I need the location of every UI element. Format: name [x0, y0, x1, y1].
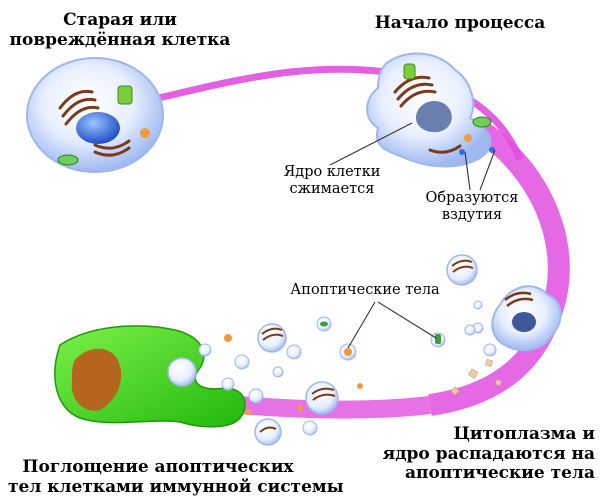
- label-line: Цитоплазма и: [453, 424, 595, 444]
- old-cell-nucleus: [76, 112, 120, 144]
- apoptotic-body: [473, 300, 483, 310]
- apoptotic-body: [446, 254, 478, 286]
- phagocyte-nucleus: [71, 348, 122, 411]
- apoptotic-body: [248, 388, 264, 404]
- apoptotic-body: [221, 377, 235, 391]
- old-cell-golgi: [58, 89, 131, 157]
- label-line: повреждённая клетка: [9, 29, 231, 50]
- label-line: тел клетками иммунной системы: [8, 476, 344, 497]
- apoptotic-body: [464, 324, 476, 336]
- pathway-ribbon-bottom: [239, 396, 432, 419]
- apoptotic-body: [272, 366, 284, 378]
- apoptotic-body: [305, 381, 339, 415]
- label-line: Ядро клетки: [283, 164, 381, 180]
- immune-cell: [54, 325, 246, 428]
- old-cell-mitochondrion: [117, 85, 133, 105]
- shrinking-cell: [366, 52, 495, 168]
- apoptotic-body: [198, 343, 212, 357]
- callout-lines: [329, 122, 496, 349]
- fragmenting-cell: [472, 285, 562, 357]
- label-line: ядро распадаются на: [382, 443, 595, 464]
- old-cell-mitochondrion: [57, 154, 79, 166]
- label-apoptotic-bodies: Апоптические тела: [280, 282, 450, 299]
- label-line: вздутия: [441, 206, 503, 223]
- label-line: апоптические тела: [405, 463, 595, 484]
- label-line: Апоптические тела: [290, 282, 440, 298]
- label-line: сжимается: [289, 180, 375, 197]
- apoptotic-body: [234, 354, 250, 370]
- label-line: Образуются: [425, 190, 519, 206]
- label-line: Старая или: [63, 10, 177, 30]
- shrunk-nucleus: [415, 101, 452, 133]
- old-cell-lysosome: [140, 128, 150, 138]
- apoptotic-body: [302, 420, 318, 436]
- apoptotic-body: [286, 344, 302, 360]
- label-line: Поглощение апоптических: [22, 457, 294, 477]
- apoptotic-body: [254, 418, 282, 446]
- old-cell: [26, 57, 164, 173]
- label-process-start: Начало процесса: [340, 13, 580, 34]
- label-line: Начало процесса: [374, 13, 546, 33]
